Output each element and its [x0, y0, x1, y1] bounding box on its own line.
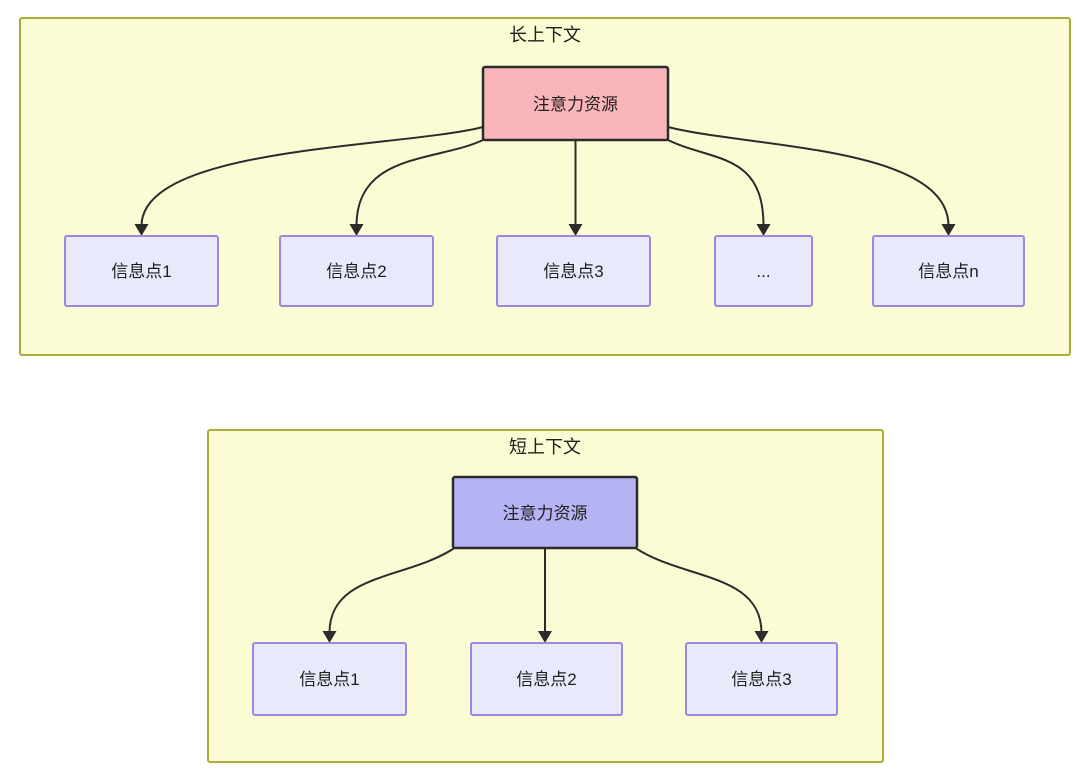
long-info-box-1: 信息点1 — [64, 235, 219, 307]
short-info-box-3: 信息点3 — [685, 642, 838, 716]
arrow-short-to-info3 — [633, 546, 769, 643]
info-box-label: 信息点2 — [516, 670, 576, 689]
info-box-label: 信息点1 — [299, 670, 359, 689]
short-attention-label: 注意力资源 — [503, 504, 588, 523]
short-context-title: 短上下文 — [509, 437, 581, 457]
long-info-box-n: 信息点n — [872, 235, 1025, 307]
short-attention-box — [451, 475, 639, 550]
info-box-label: ... — [756, 262, 770, 281]
info-box-rect — [252, 642, 407, 716]
short-info-box-2: 信息点2 — [470, 642, 623, 716]
arrow-long-to-info1 — [134, 126, 484, 236]
info-box-label: 信息点3 — [543, 262, 603, 281]
short-info-box-1: 信息点1 — [252, 642, 407, 716]
info-box-rect — [872, 235, 1025, 307]
arrow-long-to-info5 — [667, 126, 956, 236]
info-box-label: 信息点2 — [326, 262, 386, 281]
info-box-rect — [714, 235, 813, 307]
info-box-rect — [64, 235, 219, 307]
info-box-rect — [279, 235, 434, 307]
long-info-box-2: 信息点2 — [279, 235, 434, 307]
long-attention-box — [481, 65, 670, 142]
arrow-long-to-info4 — [665, 138, 771, 236]
info-box-rect — [685, 642, 838, 716]
info-box-label: 信息点3 — [731, 670, 791, 689]
long-info-box-3: 信息点3 — [496, 235, 651, 307]
long-context-section: 长上下文 注意力资源 信息点1 信息点2 信息点3 ... 信息点n — [19, 17, 1071, 356]
long-info-box-ellipsis: ... — [714, 235, 813, 307]
info-box-rect — [496, 235, 651, 307]
long-context-title: 长上下文 — [509, 25, 581, 45]
info-box-label: 信息点n — [918, 262, 978, 281]
info-box-rect — [470, 642, 623, 716]
info-box-label: 信息点1 — [111, 262, 171, 281]
arrow-long-to-info2 — [349, 138, 486, 236]
arrow-short-to-info1 — [322, 546, 457, 643]
short-context-section: 短上下文 注意力资源 信息点1 信息点2 信息点3 — [207, 429, 884, 763]
long-attention-label: 注意力资源 — [533, 95, 618, 114]
